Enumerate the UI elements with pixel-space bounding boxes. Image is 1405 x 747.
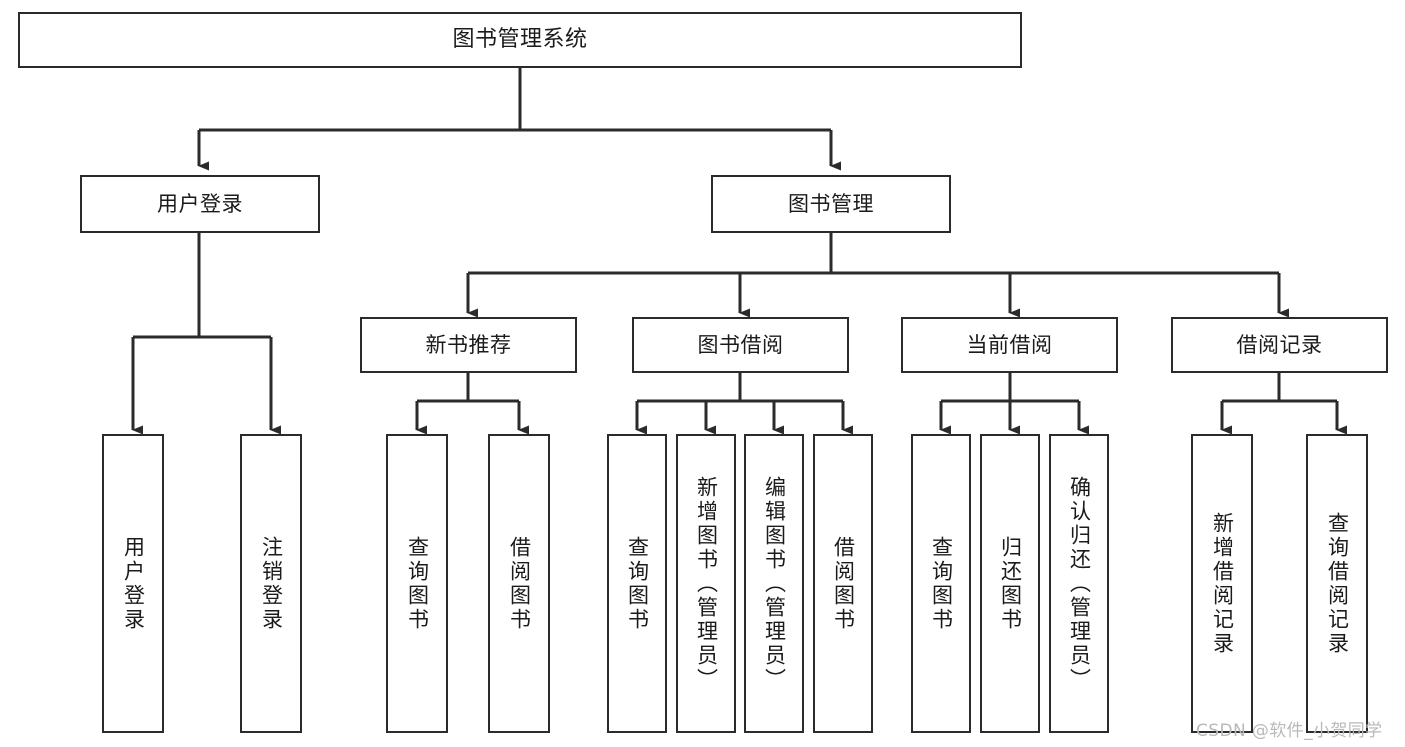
node-user-login[interactable]: 用户登录: [80, 175, 320, 233]
node-leaf-current-return-book[interactable]: 归还图书: [980, 434, 1040, 733]
node-label: 用户登录: [157, 191, 243, 216]
node-leaf-record-query[interactable]: 查询借阅记录: [1306, 434, 1368, 733]
node-label: 注销登录: [259, 535, 284, 632]
node-label: 新增图书（管理员）: [694, 475, 719, 692]
csdn-watermark: CSDN @软件_小贺同学: [1196, 721, 1383, 741]
node-leaf-borrow-add-book[interactable]: 新增图书（管理员）: [676, 434, 736, 733]
node-label: 查询图书: [625, 535, 650, 632]
node-leaf-borrow-edit-book[interactable]: 编辑图书（管理员）: [744, 434, 804, 733]
node-label: 查询图书: [405, 535, 430, 632]
node-book-borrow[interactable]: 图书借阅: [632, 317, 849, 373]
node-leaf-rec-borrow-book[interactable]: 借阅图书: [488, 434, 550, 733]
node-label: 查询借阅记录: [1325, 511, 1350, 656]
node-label: 新书推荐: [425, 332, 512, 357]
node-label: 图书借阅: [697, 332, 784, 357]
node-label: 归还图书: [998, 535, 1023, 632]
node-label: 借阅记录: [1236, 332, 1323, 357]
node-label: 新增借阅记录: [1210, 511, 1235, 656]
node-leaf-rec-query-book[interactable]: 查询图书: [386, 434, 448, 733]
node-label: 编辑图书（管理员）: [762, 475, 787, 692]
node-borrow-record[interactable]: 借阅记录: [1171, 317, 1388, 373]
node-leaf-current-query-book[interactable]: 查询图书: [911, 434, 971, 733]
node-leaf-borrow-borrow-book[interactable]: 借阅图书: [813, 434, 873, 733]
node-label: 图书管理: [788, 191, 874, 216]
node-label: 借阅图书: [507, 535, 532, 632]
node-leaf-borrow-query-book[interactable]: 查询图书: [607, 434, 667, 733]
node-leaf-user-logout[interactable]: 注销登录: [240, 434, 302, 733]
node-current-borrow[interactable]: 当前借阅: [901, 317, 1118, 373]
node-leaf-user-login[interactable]: 用户登录: [102, 434, 164, 733]
node-label: 当前借阅: [966, 332, 1053, 357]
node-leaf-current-confirm-return[interactable]: 确认归还（管理员）: [1049, 434, 1109, 733]
node-label: 查询图书: [929, 535, 954, 632]
node-root-book-management-system[interactable]: 图书管理系统: [18, 12, 1022, 68]
node-label: 用户登录: [121, 535, 146, 632]
node-label: 确认归还（管理员）: [1067, 475, 1092, 692]
node-new-book-rec[interactable]: 新书推荐: [360, 317, 577, 373]
node-leaf-record-add[interactable]: 新增借阅记录: [1191, 434, 1253, 733]
node-book-manage[interactable]: 图书管理: [711, 175, 951, 233]
node-label: 图书管理系统: [452, 26, 588, 52]
node-label: 借阅图书: [831, 535, 856, 632]
